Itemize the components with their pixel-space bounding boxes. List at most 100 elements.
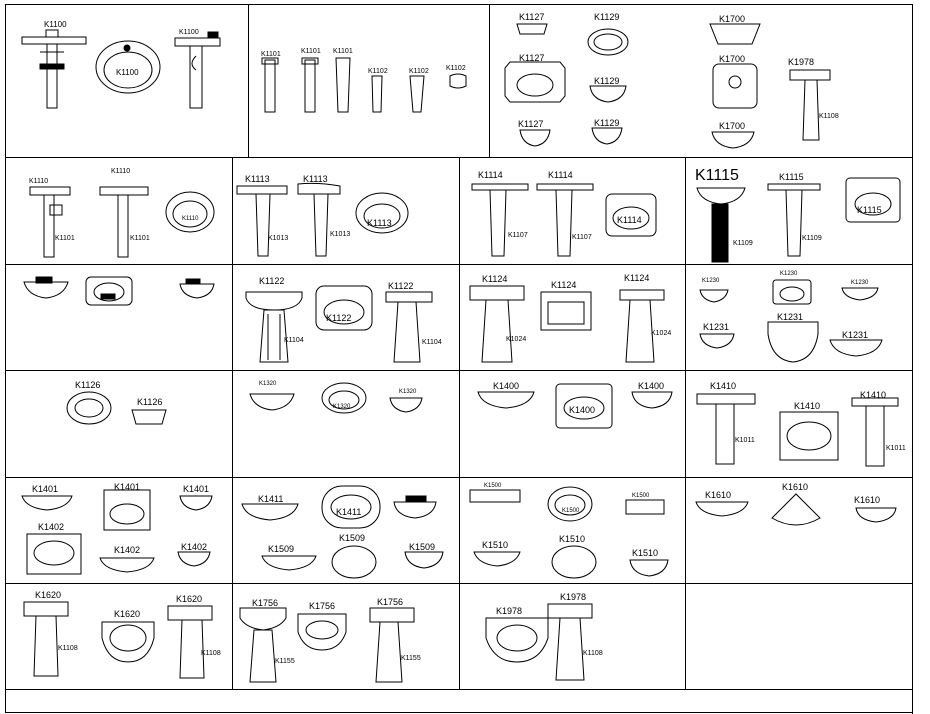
label-k1108-b: K1108 [201,650,221,657]
label-k1509-c: K1509 [409,542,435,552]
sink-drawings [485,603,593,681]
label-k1113-c: K1113 [367,218,392,228]
pedestal-sink-plan-view [95,40,161,94]
label-k1114-a: K1114 [478,170,503,180]
label-k1402-a: K1402 [38,522,64,532]
label-k1320-c: K1320 [399,389,417,395]
sink-drawings [23,276,215,306]
sink-drawings [241,485,444,579]
label-k1122-b: K1122 [326,313,351,323]
label-k1410-c: K1410 [860,390,886,400]
label-k1110-c: K1110 [182,216,199,222]
label-k1024-a: K1024 [506,336,526,343]
label-k1101-c: K1101 [333,48,353,55]
cell-k1122: K1122 K1122 K1122 K1104 K1104 [245,276,442,363]
sink-drawings [504,23,831,149]
label-k1129-mid: K1129 [594,76,619,86]
label-k1700-mid: K1700 [719,54,745,64]
label-k1127-top: K1127 [519,12,544,22]
label-k1402-b: K1402 [114,545,140,555]
pedestal-sink-side-view [174,31,221,109]
label-k1320-a: K1320 [259,381,277,387]
label-k1410-a: K1410 [710,381,736,391]
label-k1978-b: K1978 [560,592,586,602]
label-k1401-a: K1401 [32,484,58,494]
sink-drawings [695,493,897,526]
cell-k1401: K1401 K1401 K1401 K1402 K1402 K1402 [21,482,213,575]
cell-k1400: K1400 K1400 K1400 [477,381,673,429]
sink-drawings [469,486,669,579]
cell-k1610: K1610 K1610 K1610 [695,482,897,526]
label-k1400-a: K1400 [493,381,519,391]
label-k1101-e: K1101 [130,235,150,242]
cell-k1114: K1114 K1114 K1107 K1107 K1114 [471,170,657,257]
label-k1101-b: K1101 [301,48,321,55]
label-k1124-b: K1124 [551,280,576,290]
label-k1101-a: K1101 [261,51,281,58]
label-k1610-c: K1610 [854,495,880,505]
sink-drawings [239,607,415,683]
cell-k1113: K1113 K1113 K1013 K1013 K1113 [236,174,409,257]
label-k1109-a: K1109 [733,240,753,247]
label-k1011-a: K1011 [735,437,755,444]
label-k1410-b: K1410 [794,401,820,411]
label-k1100-front: K1100 [44,20,67,29]
cell-k1410: K1410 K1410 K1410 K1011 K1011 [696,381,906,467]
label-k1411-b: K1411 [336,507,361,517]
cell-k1978: K1978 K1978 K1108 [485,592,603,681]
sink-drawings [29,186,215,258]
label-k1115-b: K1115 [779,172,804,182]
label-k1110-a: K1110 [29,178,48,185]
label-k1500-b: K1500 [562,508,580,514]
label-k1102-b: K1102 [409,68,429,75]
label-k1700-top: K1700 [719,14,745,24]
sink-drawings [245,285,433,363]
label-k1400-b: K1400 [569,405,595,415]
label-k1013-a: K1013 [268,235,288,242]
label-k1013-b: K1013 [330,231,350,238]
cell-misc-sinks [23,276,215,306]
label-k1610-a: K1610 [705,490,731,500]
cell-k1124: K1124 K1124 K1124 K1024 K1024 [469,273,671,363]
sheet-grid [5,4,913,714]
sink-drawings [249,382,423,414]
label-k1230-b: K1230 [780,271,798,277]
pedestal-drawings [261,57,467,113]
label-k1700-bottom: K1700 [719,121,745,131]
label-k1115-large: K1115 [695,167,739,184]
label-k1127-mid: K1127 [519,53,544,63]
label-k1124-c: K1124 [624,273,649,283]
label-k1113-a: K1113 [245,174,270,184]
pedestal-sink-front-view [21,29,87,109]
label-k1126-b: K1126 [137,397,162,407]
label-k1500-a: K1500 [484,483,502,489]
label-k1127-bottom: K1127 [518,119,543,129]
label-k1510-a: K1510 [482,540,508,550]
label-k1122-a: K1122 [259,276,284,286]
label-k1114-c: K1114 [617,215,642,225]
label-k1108-a: K1108 [58,645,78,652]
label-k1011-b: K1011 [886,445,906,452]
label-k1100-plan: K1100 [116,68,139,77]
cell-k1127: K1127 K1129 K1700 K1127 K1700 K1978 K112… [504,12,839,149]
label-k1102-c: K1102 [446,65,466,72]
cell-k1100: K1100 K1100 K1100 [21,20,221,109]
label-k1320-b: K1320 [333,404,351,410]
cell-k1320: K1320 K1320 K1320 [249,381,423,414]
cell-k1115: K1115 K1115 K1115 K1109 K1109 [695,167,901,263]
cell-k1110: K1110 K1110 K1101 K1101 K1110 [29,168,215,258]
label-k1102-a: K1102 [368,68,388,75]
label-k1109-b: K1109 [802,235,822,242]
label-k1115-c: K1115 [857,205,882,215]
sink-drawings [236,182,409,257]
sink-drawings [471,183,657,257]
sink-drawings [699,279,883,363]
sink-drawings [477,383,673,429]
label-k1129-bottom: K1129 [594,118,619,128]
label-k1100-side: K1100 [179,29,199,36]
label-k1510-b: K1510 [559,534,585,544]
label-k1610-b: K1610 [782,482,808,492]
label-k1509-b: K1509 [339,533,365,543]
label-k1110-b: K1110 [111,168,130,175]
